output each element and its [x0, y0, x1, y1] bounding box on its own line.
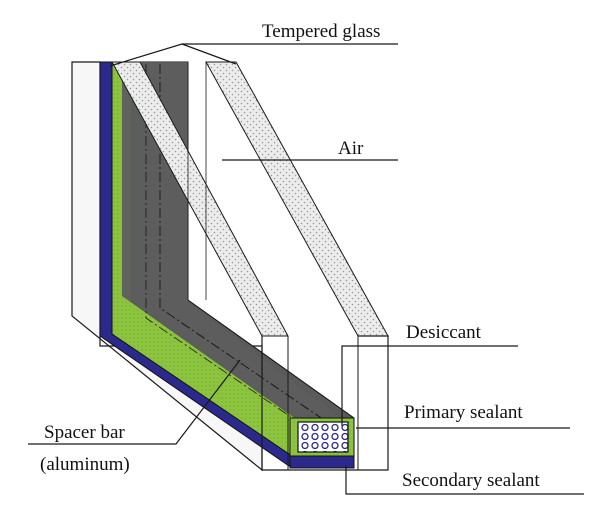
spacer-bar-leader — [28, 359, 241, 445]
label-air: Air — [338, 138, 364, 159]
label-desiccant: Desiccant — [406, 322, 482, 343]
label-spacer-bar-material: (aluminum) — [40, 454, 130, 475]
secondary-sealant-leader — [345, 466, 584, 495]
front-profile-outline — [261, 335, 389, 471]
desiccant-chamber — [297, 421, 349, 453]
front-secondary-sealant — [289, 455, 355, 469]
label-tempered-glass: Tempered glass — [262, 21, 380, 42]
spacer-centerline-2 — [145, 64, 311, 431]
tempered-glass-pane-2 — [205, 61, 389, 337]
label-spacer-bar: Spacer bar — [44, 422, 125, 443]
label-primary-sealant: Primary sealant — [404, 402, 523, 423]
label-secondary-sealant: Secondary sealant — [402, 470, 540, 491]
desiccant-leader — [341, 345, 518, 426]
tempered-glass-leader-2 — [181, 43, 237, 65]
